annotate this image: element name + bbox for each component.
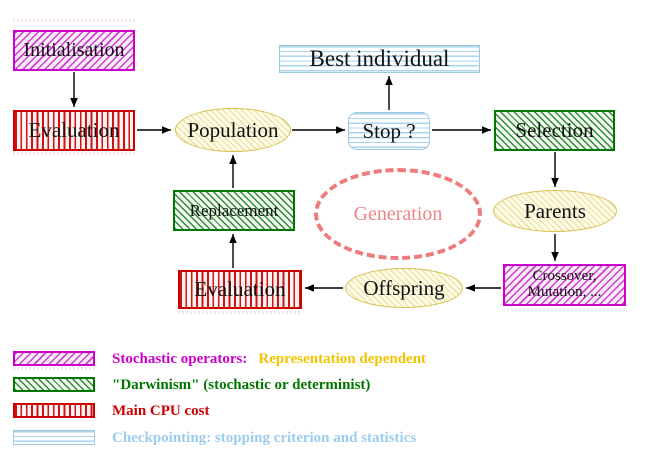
node-parents: Parents <box>493 190 617 232</box>
legend-item-checkpointing: Checkpointing: stopping criterion and st… <box>112 429 416 447</box>
node-stop-label: Stop ? <box>362 118 416 143</box>
node-replacement-label: Replacement <box>189 200 279 220</box>
node-initialisation: Initialisation <box>13 30 135 71</box>
legend-label-checkpointing: Checkpointing: stopping criterion and st… <box>112 430 417 446</box>
node-parents-label: Parents <box>524 198 586 223</box>
node-offspring-label: Offspring <box>363 275 445 300</box>
legend-swatch-stochastic-operators <box>13 351 95 366</box>
node-replacement: Replacement <box>173 190 295 231</box>
node-offspring: Offspring <box>345 268 463 308</box>
legend-swatch-main-cpu-cost <box>13 403 95 418</box>
node-crossover-label-line2: Mutation, ... <box>527 284 602 300</box>
generation-label: Generation <box>353 202 443 225</box>
node-best-individual-label: Best individual <box>309 45 450 71</box>
legend-swatch-darwinism <box>13 377 95 392</box>
dither-strip <box>178 311 302 314</box>
dither-strip <box>13 367 97 370</box>
node-crossover-mutation: Crossover, Mutation, ... <box>503 264 626 306</box>
node-evaluation-bottom-label: Evaluation <box>194 277 286 302</box>
node-population-label: Population <box>187 117 279 142</box>
node-stop: Stop ? <box>348 112 430 150</box>
legend-label-stochastic-operators: Stochastic operators: <box>112 351 248 367</box>
node-best-individual: Best individual <box>279 45 480 73</box>
dither-strip <box>503 308 626 311</box>
node-population: Population <box>175 108 291 152</box>
legend-item-stochastic-operators: Stochastic operators: Representation depe… <box>112 350 426 368</box>
node-evaluation-top-label: Evaluation <box>28 118 120 143</box>
legend-label-representation-dependent: Representation dependent <box>258 351 427 367</box>
node-evaluation-top: Evaluation <box>13 110 135 151</box>
legend-item-darwinism: "Darwinism" (stochastic or determinist) <box>112 376 370 394</box>
node-selection-label: Selection <box>515 118 594 143</box>
node-evaluation-bottom: Evaluation <box>178 270 302 309</box>
node-crossover-label-line1: Crossover, <box>532 268 597 285</box>
dither-strip <box>13 152 137 155</box>
legend-swatch-checkpointing <box>13 430 95 445</box>
node-initialisation-label: Initialisation <box>23 39 125 61</box>
legend-label-darwinism: "Darwinism" (stochastic or determinist) <box>112 377 371 393</box>
legend-label-main-cpu-cost: Main CPU cost <box>112 403 210 419</box>
node-selection: Selection <box>494 110 615 151</box>
legend-item-main-cpu-cost: Main CPU cost <box>112 402 210 420</box>
generation-loop-ellipse: Generation <box>314 168 482 260</box>
dither-strip <box>13 19 137 22</box>
